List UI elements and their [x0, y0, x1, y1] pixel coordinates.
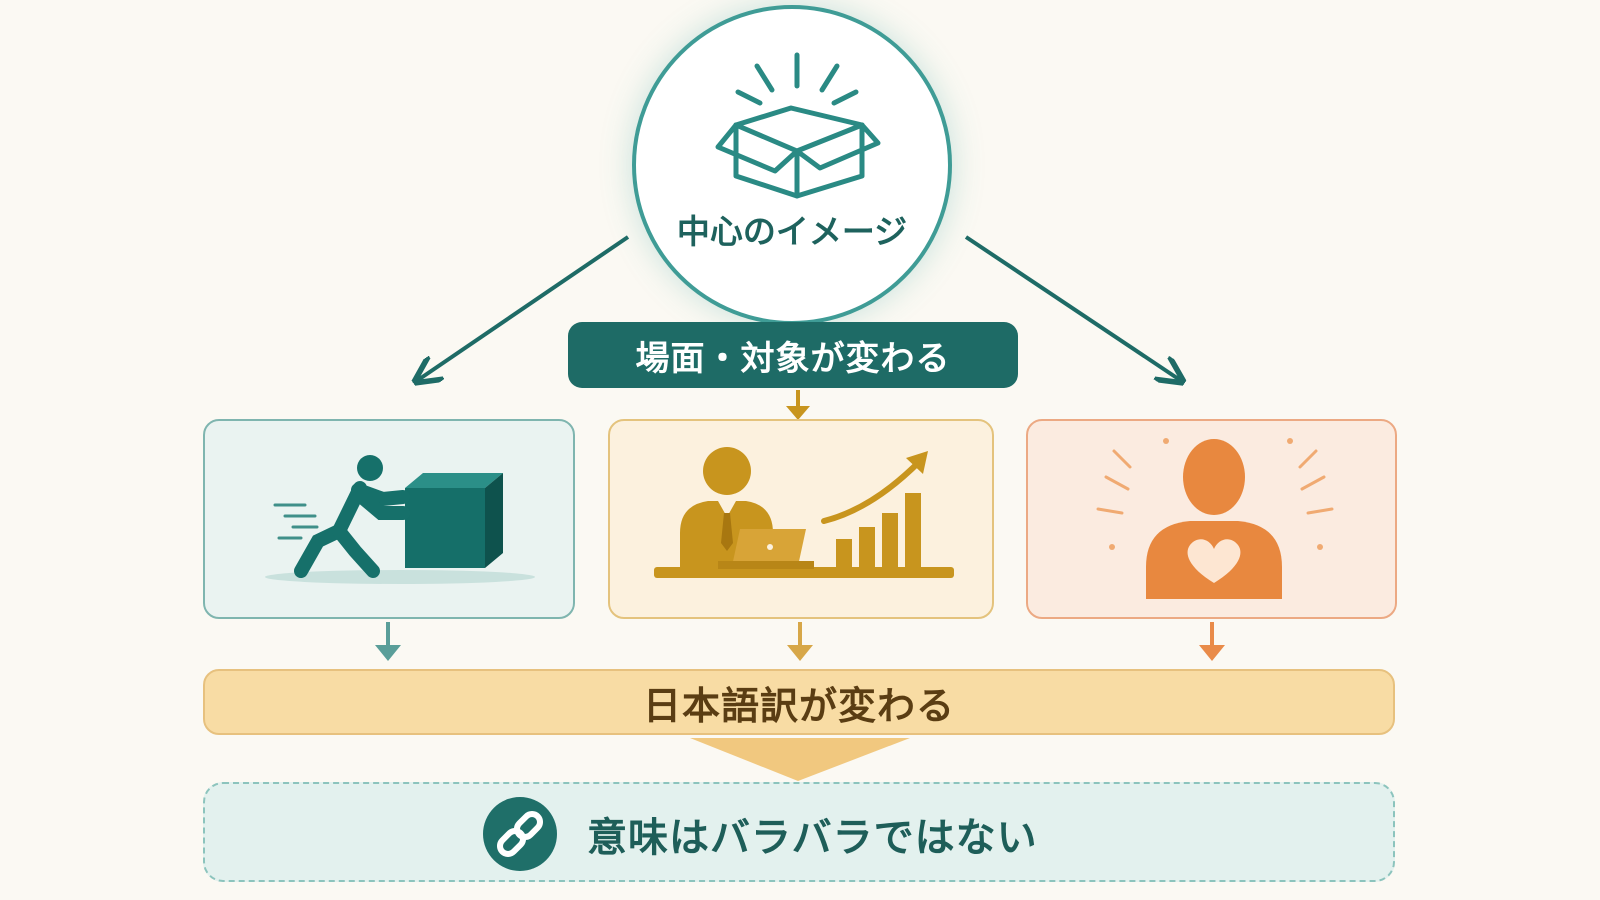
- center-title: 中心のイメージ: [676, 212, 908, 251]
- arrow-label-to-middle-panel: [786, 390, 810, 420]
- arrow-panel2-to-bar: [787, 622, 813, 661]
- link-icon: [483, 797, 557, 871]
- person-pushing-box-icon: [265, 455, 535, 584]
- center-image-circle: [632, 5, 952, 325]
- meaning-text: 意味はバラバラではない: [587, 815, 1038, 861]
- arrow-to-left-panel: [418, 235, 630, 380]
- meaning-box: [203, 782, 1395, 882]
- panel-business: [608, 419, 994, 619]
- person-heart-icon: [1096, 438, 1334, 599]
- arrow-to-right-panel: [964, 235, 1180, 380]
- panel-heart: [1026, 419, 1397, 619]
- scene-change-label: 場面・対象が変わる: [568, 322, 1018, 388]
- businessman-growth-chart-icon: [654, 447, 954, 578]
- panel-push: [203, 419, 575, 619]
- arrow-panel1-to-bar: [375, 622, 401, 661]
- arrow-panel3-to-bar: [1199, 622, 1225, 661]
- translation-change-bar: 日本語訳が変わる: [203, 669, 1395, 735]
- funnel-arrow: [690, 738, 910, 781]
